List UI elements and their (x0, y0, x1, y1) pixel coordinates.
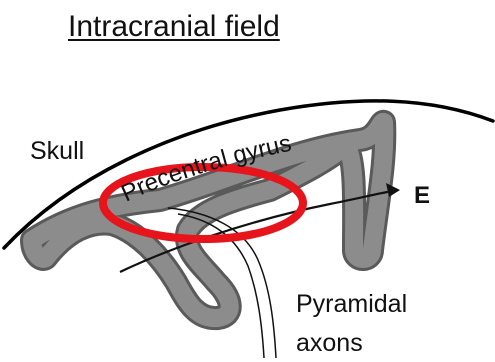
electrode-label: E (414, 182, 430, 210)
skull-label: Skull (30, 137, 84, 166)
axons-label: axons (296, 329, 363, 358)
diagram-title: Intracranial field (68, 10, 280, 44)
pyramidal-label: Pyramidal (296, 290, 407, 319)
